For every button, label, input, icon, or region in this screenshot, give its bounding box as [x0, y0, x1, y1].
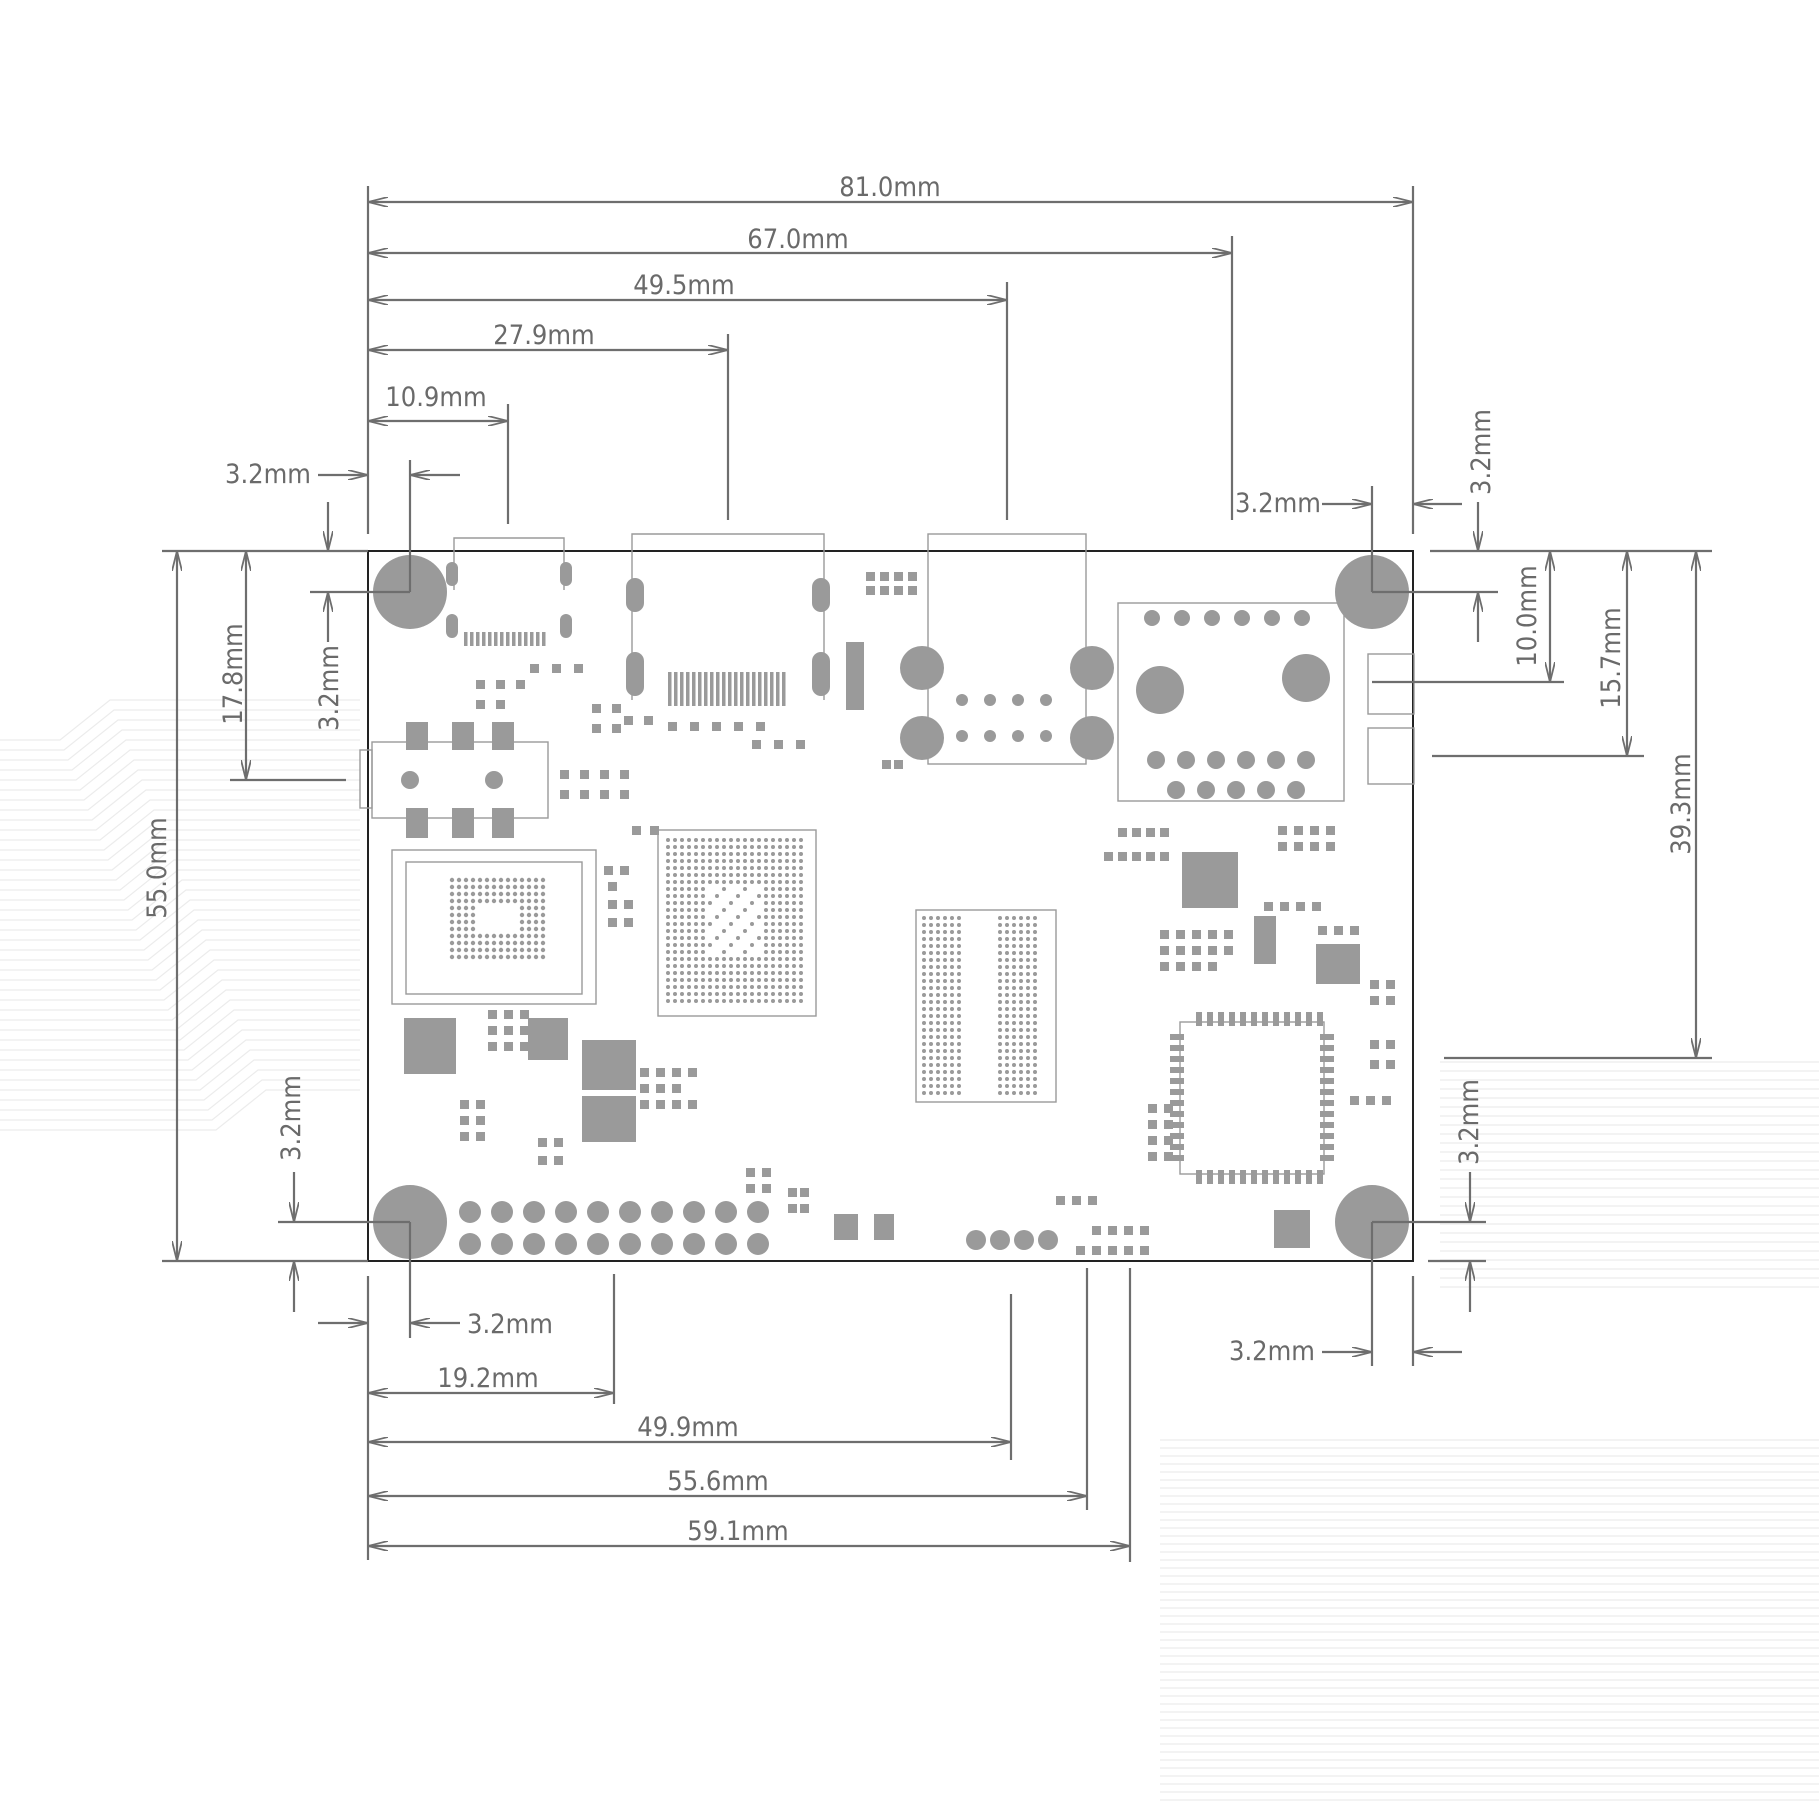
- dim-label-hole-tr-x: 3.2mm: [1235, 488, 1321, 519]
- dim-label-17-8: 17.8mm: [218, 623, 249, 724]
- dim-label-59-1: 59.1mm: [687, 1516, 788, 1547]
- dimension-labels: 81.0mm 67.0mm 49.5mm 27.9mm 10.9mm 3.2mm…: [142, 172, 1697, 1547]
- emmc-outline: [391, 849, 597, 1005]
- dim-label-hole-bl-x: 3.2mm: [467, 1309, 553, 1340]
- dim-label-49-9: 49.9mm: [637, 1412, 738, 1443]
- side-button-lower: [1367, 727, 1415, 785]
- dim-label-10-9: 10.9mm: [385, 382, 486, 413]
- side-button-upper: [1367, 653, 1415, 715]
- ram-bga-outline: [915, 909, 1057, 1103]
- dim-label-hole-tl-x: 3.2mm: [225, 459, 311, 490]
- dim-label-right-3-2-bottom: 3.2mm: [1454, 1079, 1485, 1165]
- dim-label-left-3-2-top: 3.2mm: [314, 645, 345, 731]
- hdmi-connector-outline: [631, 533, 825, 700]
- soc-bga-outline: [657, 829, 817, 1017]
- dim-label-left-3-2-bottom: 3.2mm: [276, 1075, 307, 1161]
- dim-label-55-6: 55.6mm: [667, 1466, 768, 1497]
- dim-label-67: 67.0mm: [747, 224, 848, 255]
- emmc-inner: [405, 861, 583, 995]
- dim-label-hole-br-x: 3.2mm: [1229, 1336, 1315, 1367]
- board-outline: [367, 550, 1414, 1262]
- board-components: [359, 533, 1415, 1259]
- dim-label-right-3-2-top: 3.2mm: [1466, 409, 1497, 495]
- dimension-lines: [162, 186, 1712, 1562]
- dim-label-19-2: 19.2mm: [437, 1363, 538, 1394]
- dim-label-15-7: 15.7mm: [1596, 607, 1627, 708]
- dim-label-81: 81.0mm: [839, 172, 940, 203]
- dim-label-27-9: 27.9mm: [493, 320, 594, 351]
- background-traces: [0, 699, 1819, 1801]
- dim-label-49-5: 49.5mm: [633, 270, 734, 301]
- dim-label-55: 55.0mm: [142, 817, 173, 918]
- dim-label-10-0: 10.0mm: [1512, 565, 1543, 666]
- qfp-small: [1182, 852, 1238, 908]
- rj45-outline: [1117, 602, 1345, 802]
- dim-label-39-3: 39.3mm: [1666, 753, 1697, 854]
